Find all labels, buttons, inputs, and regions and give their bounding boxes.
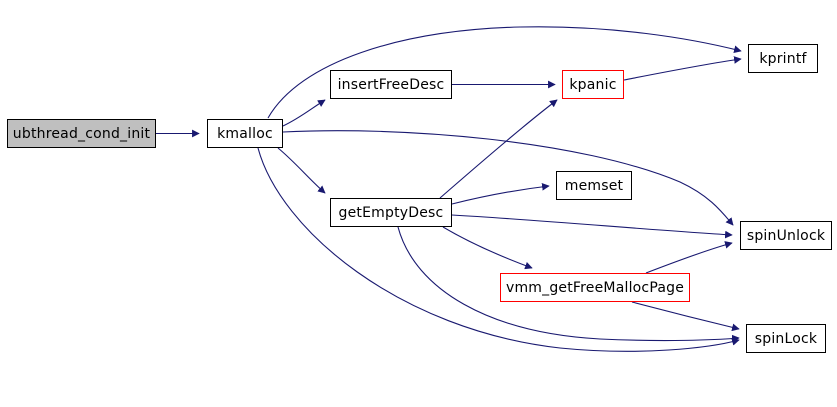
node-vmm_getFreeMallocPage[interactable]: vmm_getFreeMallocPage: [500, 273, 690, 302]
node-insertFreeDesc[interactable]: insertFreeDesc: [330, 70, 452, 99]
edge-vmm_getFreeMallocPage-to-spinLock: [631, 301, 740, 332]
node-kprintf[interactable]: kprintf: [748, 44, 818, 73]
node-label: kprintf: [759, 50, 807, 67]
edge-kmalloc-to-spinUnlock: [282, 130, 734, 226]
node-label: spinUnlock: [746, 227, 826, 244]
edge-kmalloc-to-getEmptyDesc: [277, 147, 326, 194]
node-label: ubthread_cond_init: [12, 125, 151, 142]
node-label: insertFreeDesc: [337, 76, 445, 93]
edge-getEmptyDesc-to-spinUnlock: [451, 214, 733, 239]
node-kmalloc[interactable]: kmalloc: [207, 119, 283, 148]
edge-getEmptyDesc-to-vmm_getFreeMallocPage: [442, 226, 533, 270]
node-memset[interactable]: memset: [556, 171, 632, 200]
node-getEmptyDesc[interactable]: getEmptyDesc: [330, 198, 452, 227]
edge-vmm_getFreeMallocPage-to-spinUnlock: [645, 241, 733, 274]
edge-kmalloc-to-kprintf: [267, 26, 742, 119]
node-label: vmm_getFreeMallocPage: [505, 279, 685, 296]
edge-getEmptyDesc-to-kpanic: [439, 99, 558, 199]
node-label: memset: [564, 177, 624, 194]
edge-kpanic-to-kprintf: [623, 56, 742, 81]
edge-kmalloc-to-insertFreeDesc: [282, 99, 326, 127]
edge-getEmptyDesc-to-memset: [451, 182, 550, 205]
edge-getEmptyDesc-to-spinLock: [397, 226, 740, 343]
node-ubthread_cond_init[interactable]: ubthread_cond_init: [7, 119, 156, 148]
node-kpanic[interactable]: kpanic: [562, 70, 624, 99]
node-label: kpanic: [569, 76, 617, 93]
node-spinUnlock[interactable]: spinUnlock: [740, 221, 832, 250]
edge-kmalloc-to-spinLock: [257, 147, 740, 352]
node-label: getEmptyDesc: [338, 204, 444, 221]
node-spinLock[interactable]: spinLock: [746, 324, 826, 353]
node-label: kmalloc: [217, 125, 273, 142]
node-label: spinLock: [754, 330, 818, 347]
